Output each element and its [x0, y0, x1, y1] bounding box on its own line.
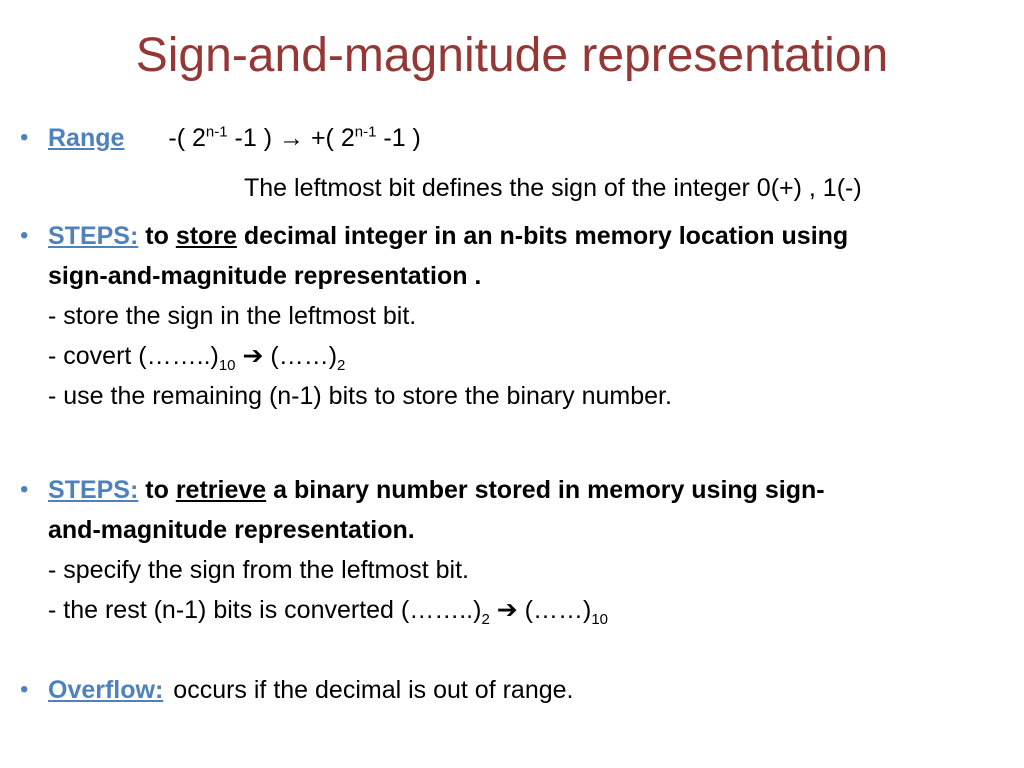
bullet-store-content: STEPS: to store decimal integer in an n-…: [48, 216, 998, 416]
retrieve-heading-line1: STEPS: to retrieve a binary number store…: [48, 470, 998, 510]
retrieve-step-2: - the rest (n-1) bits is converted (……..…: [48, 590, 998, 630]
slide-title: Sign-and-magnitude representation: [135, 29, 889, 82]
bullet-overflow-content: Overflow: occurs if the decimal is out of…: [48, 670, 998, 710]
retrieve-step-2-base-from: 2: [481, 611, 490, 628]
store-step-2-base-to: 2: [337, 357, 346, 374]
range-link[interactable]: Range: [48, 124, 125, 152]
store-steps-link[interactable]: STEPS:: [48, 222, 139, 250]
overflow-link[interactable]: Overflow:: [48, 676, 164, 704]
range-exponent-pos: n-1: [354, 123, 377, 141]
retrieve-step-2-mid: (……): [517, 596, 592, 624]
right-arrow-icon: ➔: [496, 596, 518, 624]
range-expr-neg-end: -1 ): [227, 124, 273, 152]
retrieve-verb: retrieve: [175, 476, 267, 504]
store-step-2-mid: (……): [263, 342, 338, 370]
overflow-line: Overflow: occurs if the decimal is out of…: [48, 670, 998, 710]
range-expr-neg: -( 2: [168, 124, 206, 152]
store-step-2: - covert (……..)10 ➔ (……)2: [48, 336, 998, 376]
store-step-3: - use the remaining (n-1) bits to store …: [48, 382, 672, 410]
bullet-dot: •: [20, 476, 29, 503]
bullet-range-content: Range-( 2n-1 -1 ) → +( 2n-1 -1 ) The lef…: [48, 118, 998, 202]
bullet-dot: •: [20, 676, 29, 703]
right-arrow-icon: →: [279, 124, 304, 152]
store-step-2-base-from: 10: [218, 357, 236, 374]
store-step-2-pre: - covert (……..): [48, 342, 219, 370]
range-line: Range-( 2n-1 -1 ) → +( 2n-1 -1 ): [48, 118, 998, 158]
overflow-text: occurs if the decimal is out of range.: [173, 676, 574, 704]
store-step-1: - store the sign in the leftmost bit.: [48, 302, 417, 330]
retrieve-heading-line2: and-magnitude representation.: [48, 516, 415, 544]
retrieve-step-2-base-to: 10: [591, 611, 608, 628]
store-heading-line1: STEPS: to store decimal integer in an n-…: [48, 216, 998, 256]
bullet-retrieve-content: STEPS: to retrieve a binary number store…: [48, 470, 998, 630]
store-lead: to: [145, 222, 169, 250]
right-arrow-icon: ➔: [242, 342, 264, 370]
retrieve-lead: to: [145, 476, 169, 504]
retrieve-heading-rest: a binary number stored in memory using s…: [273, 476, 825, 504]
retrieve-step-1: - specify the sign from the leftmost bit…: [48, 556, 469, 584]
range-exponent-neg: n-1: [205, 123, 228, 141]
store-heading-line2: sign-and-magnitude representation .: [48, 262, 482, 290]
bullet-dot: •: [20, 222, 29, 249]
retrieve-step-2-pre: - the rest (n-1) bits is converted (……..…: [48, 596, 482, 624]
store-verb: store: [175, 222, 237, 250]
store-heading-rest: decimal integer in an n-bits memory loca…: [243, 222, 849, 250]
range-expr-pos-end: -1 ): [376, 124, 421, 152]
bullet-dot: •: [20, 124, 29, 151]
range-expr-pos: +( 2: [304, 124, 355, 152]
retrieve-steps-link[interactable]: STEPS:: [48, 476, 139, 504]
range-note: The leftmost bit defines the sign of the…: [244, 174, 862, 202]
